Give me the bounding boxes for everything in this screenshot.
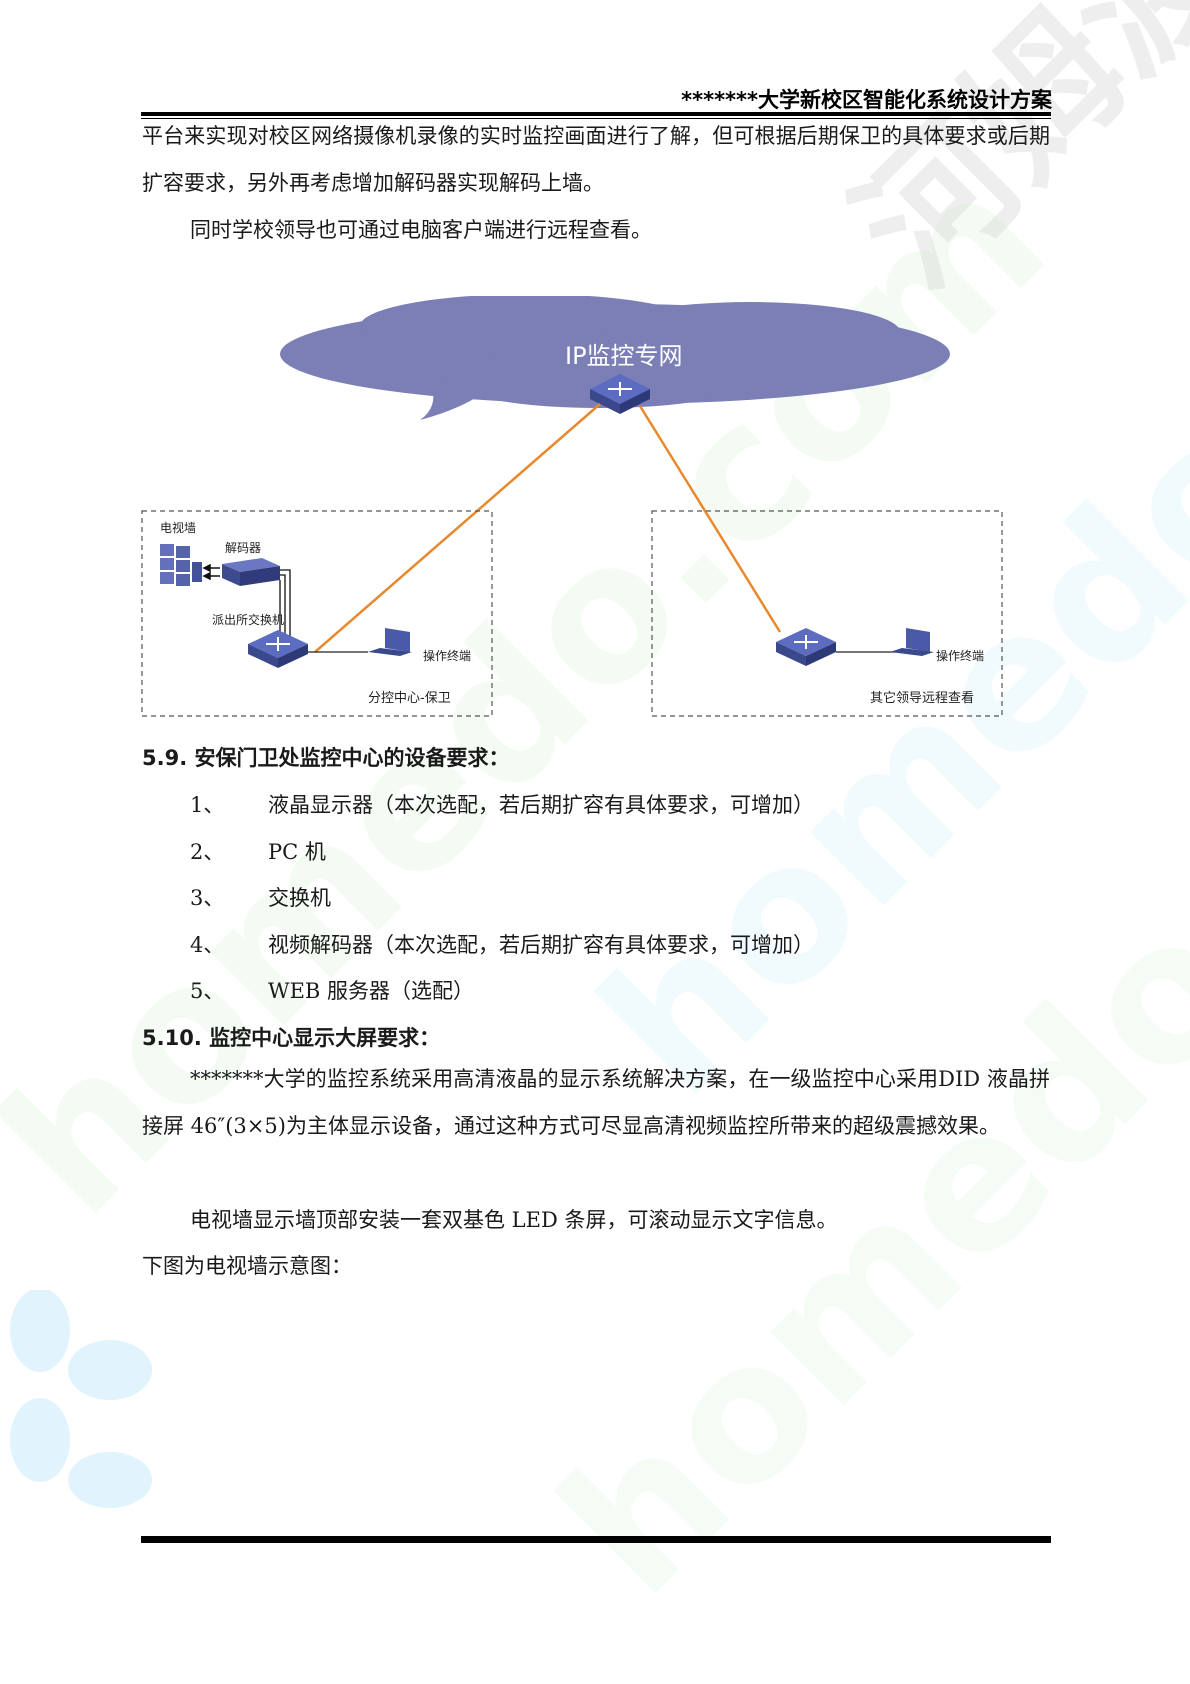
left-zone-label: 分控中心-保卫 (368, 691, 451, 706)
decoder-icon (222, 558, 280, 586)
header-rule-thin (141, 118, 1051, 119)
right-terminal-icon (890, 628, 934, 656)
right-zone-label: 其它领导远程查看 (870, 690, 974, 706)
section-5-10-paragraph-3: 下图为电视墙示意图： (142, 1254, 352, 1278)
section-5-10-paragraph-2: 电视墙显示墙顶部安装一套双基色 LED 条屏，可滚动显示文字信息。 (190, 1208, 838, 1232)
list-item: 5、 WEB 服务器（选配） (190, 975, 474, 1005)
decoder-wall-arrows (202, 563, 220, 581)
list-item: 3、 交换机 (190, 882, 331, 912)
left-terminal-icon (368, 628, 412, 656)
header-rule (141, 112, 1051, 116)
switch-label: 派出所交换机 (212, 612, 284, 627)
core-switch-icon (590, 374, 650, 414)
link-left (314, 403, 601, 653)
watermark-flower-icon (10, 1290, 152, 1508)
list-item-text: WEB 服务器（选配） (268, 979, 475, 1003)
section-heading-5-10: 5.10. 监控中心显示大屏要求： (142, 1026, 441, 1050)
list-item-number: 3、 (190, 886, 225, 910)
list-item: 4、 视频解码器（本次选配，若后期扩容有具体要求，可增加） (190, 929, 814, 959)
right-terminal-label: 操作终端 (936, 648, 984, 663)
right-zone-box (651, 510, 1003, 717)
list-item: 2、 PC 机 (190, 836, 326, 866)
list-item-text: PC 机 (268, 840, 326, 864)
cloud-label: IP监控专网 (565, 342, 683, 370)
ip-network-cloud (280, 296, 950, 420)
section-5-10-paragraph-1: *******大学的监控系统采用高清液晶的显示系统解决方案，在一级监控中心采用D… (142, 1067, 1050, 1138)
network-diagram: IP监控专网 电视墙 解码器 (141, 296, 1003, 717)
footer-rule (141, 1536, 1051, 1543)
tv-wall-label: 电视墙 (160, 520, 196, 535)
intro-paragraph-2: 同时学校领导也可通过电脑客户端进行远程查看。 (190, 218, 652, 242)
left-zone-box (141, 510, 493, 717)
list-item-number: 1、 (190, 793, 225, 817)
tv-wall-icon (160, 544, 202, 586)
decoder-label: 解码器 (225, 541, 261, 555)
list-item-number: 4、 (190, 933, 225, 957)
list-item-number: 5、 (190, 979, 225, 1003)
section-heading-5-9: 5.9. 安保门卫处监控中心的设备要求： (142, 746, 510, 770)
link-right (638, 405, 782, 633)
decoder-switch-cable (279, 569, 291, 641)
right-switch-icon (776, 628, 836, 666)
list-item: 1、 液晶显示器（本次选配，若后期扩容有具体要求，可增加） (190, 789, 814, 819)
left-terminal-label: 操作终端 (423, 648, 471, 663)
left-switch-icon (248, 630, 308, 668)
list-item-text: 交换机 (268, 886, 331, 910)
page-header-title: *******大学新校区智能化系统设计方案 (681, 88, 1052, 112)
list-item-number: 2、 (190, 840, 225, 864)
list-item-text: 液晶显示器（本次选配，若后期扩容有具体要求，可增加） (268, 793, 814, 817)
intro-paragraph-1: 平台来实现对校区网络摄像机录像的实时监控画面进行了解，但可根据后期保卫的具体要求… (142, 124, 1050, 195)
list-item-text: 视频解码器（本次选配，若后期扩容有具体要求，可增加） (268, 933, 814, 957)
